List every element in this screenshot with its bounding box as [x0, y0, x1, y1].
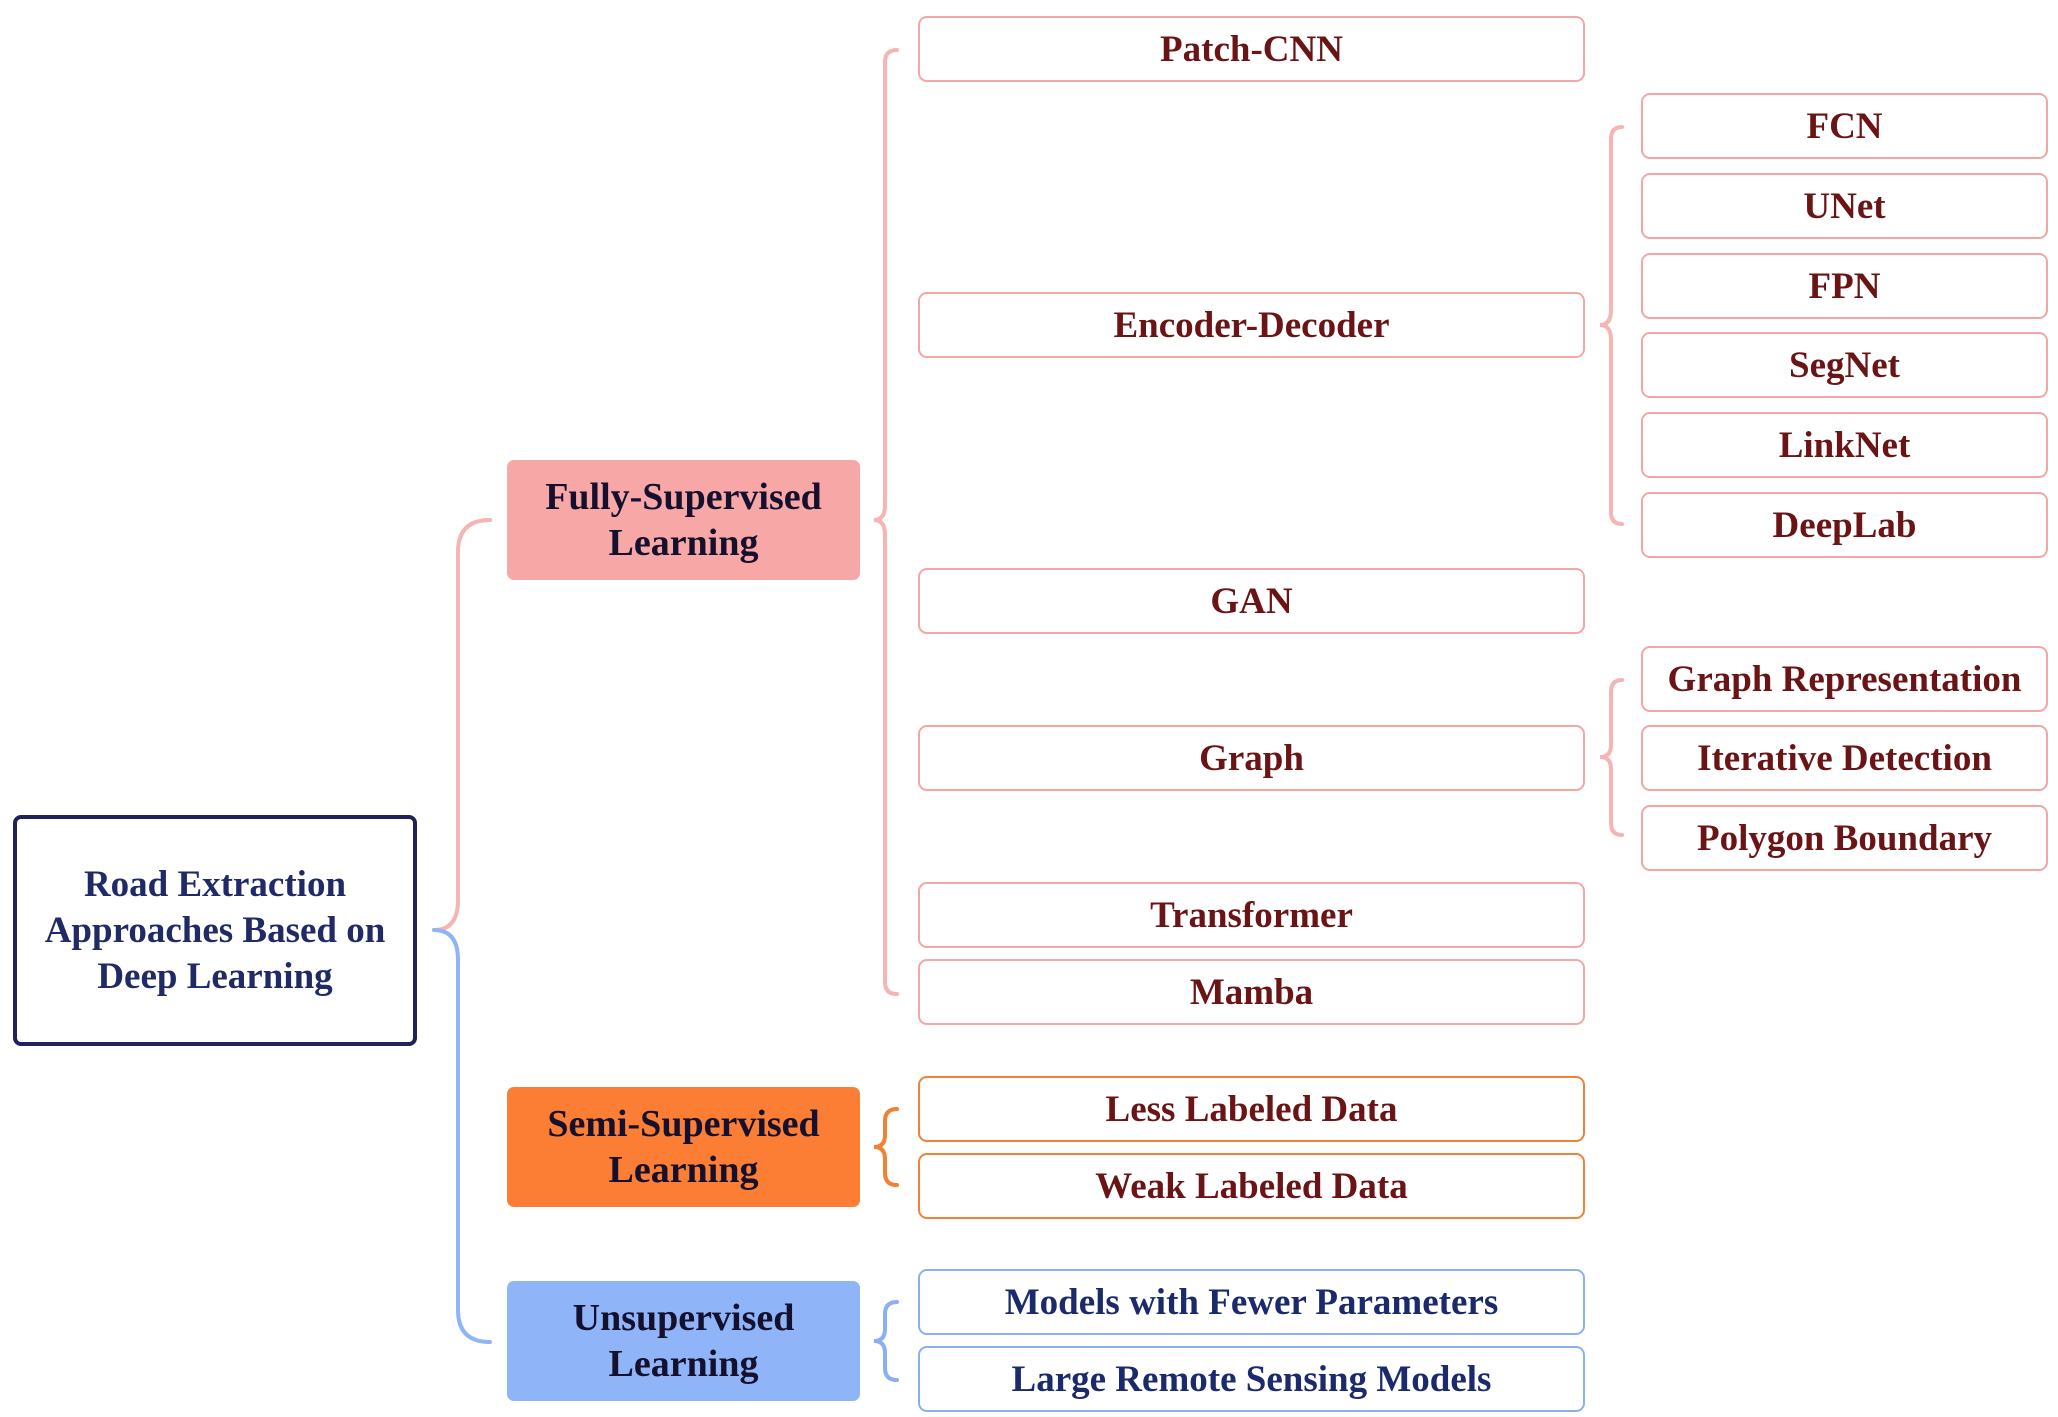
root-node: Road Extraction Approaches Based on Deep…	[13, 815, 417, 1046]
gan-node: GAN	[918, 568, 1585, 634]
fewer-parameters-node: Models with Fewer Parameters	[918, 1269, 1585, 1335]
unet-node: UNet	[1641, 173, 2048, 239]
iterative-detection-node: Iterative Detection	[1641, 725, 2048, 791]
encoder-decoder-node: Encoder-Decoder	[918, 292, 1585, 358]
unsupervised-node: Unsupervised Learning	[507, 1281, 860, 1401]
weak-labeled-data-node: Weak Labeled Data	[918, 1153, 1585, 1219]
fully-supervised-node: Fully-Supervised Learning	[507, 460, 860, 580]
graph-node: Graph	[918, 725, 1585, 791]
less-labeled-data-node: Less Labeled Data	[918, 1076, 1585, 1142]
deeplab-node: DeepLab	[1641, 492, 2048, 558]
mamba-node: Mamba	[918, 959, 1585, 1025]
encoder-decoder-brace	[1599, 125, 1624, 526]
semi-supervised-node: Semi-Supervised Learning	[507, 1087, 860, 1207]
graph-representation-node: Graph Representation	[1641, 646, 2048, 712]
large-rs-models-node: Large Remote Sensing Models	[918, 1346, 1585, 1412]
linknet-node: LinkNet	[1641, 412, 2048, 478]
fully-brace	[873, 48, 899, 996]
fpn-node: FPN	[1641, 253, 2048, 319]
transformer-node: Transformer	[918, 882, 1585, 948]
polygon-boundary-node: Polygon Boundary	[1641, 805, 2048, 871]
root-lower-brace	[432, 928, 492, 1344]
semi-brace	[873, 1107, 899, 1187]
root-upper-brace	[432, 518, 492, 932]
fcn-node: FCN	[1641, 93, 2048, 159]
graph-brace	[1599, 678, 1624, 837]
unsup-brace	[873, 1300, 899, 1382]
patch-cnn-node: Patch-CNN	[918, 16, 1585, 82]
segnet-node: SegNet	[1641, 332, 2048, 398]
